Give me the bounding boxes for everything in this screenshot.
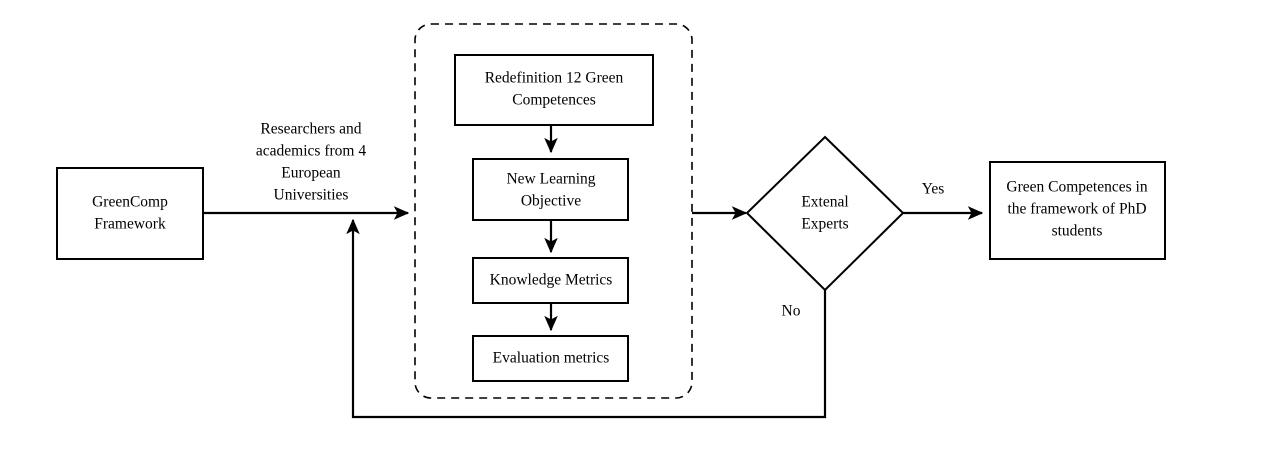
node-greencomp-framework[interactable]: GreenComp Framework — [56, 167, 204, 260]
redefinition-competences-label-line-1: Redefinition 12 Green — [485, 70, 624, 87]
edge-label-no: No — [782, 303, 801, 320]
edge-source-to-group-label: Researchers and academics from 4 Europea… — [256, 121, 366, 204]
greencomp-framework-label-line-1: GreenComp — [92, 194, 168, 211]
node-redefinition-competences[interactable]: Redefinition 12 Green Competences — [454, 54, 654, 126]
node-evaluation-metrics[interactable]: Evaluation metrics — [472, 335, 629, 382]
redefinition-competences-box — [454, 54, 654, 126]
edge-decision-no-feedback — [346, 218, 827, 419]
green-competences-phd-box — [989, 161, 1166, 260]
node-new-learning-objective[interactable]: New Learning Objective — [472, 158, 629, 221]
node-green-competences-phd[interactable]: Green Competences in the framework of Ph… — [989, 161, 1166, 260]
new-learning-objective-box — [472, 158, 629, 221]
greencomp-framework-box — [56, 167, 204, 260]
knowledge-metrics-box — [472, 257, 629, 304]
green-competences-phd-label-line-3: students — [1052, 223, 1103, 240]
edge-label-line-4: Universities — [274, 187, 349, 204]
working-group-container — [414, 23, 693, 399]
new-learning-objective-label-line-2: Objective — [521, 193, 581, 210]
evaluation-metrics-box — [472, 335, 629, 382]
evaluation-metrics-label: Evaluation metrics — [493, 350, 610, 367]
edge-label-line-3: European — [281, 165, 341, 182]
edge-label-line-1: Researchers and — [260, 121, 361, 138]
edge-label-line-2: academics from 4 — [256, 143, 366, 160]
extenal-experts-label-line-2: Experts — [801, 216, 848, 233]
node-knowledge-metrics[interactable]: Knowledge Metrics — [472, 257, 629, 304]
green-competences-phd-label-line-2: the framework of PhD — [1007, 201, 1146, 218]
extenal-experts-label-line-1: Extenal — [801, 194, 848, 211]
new-learning-objective-label-line-1: New Learning — [506, 171, 595, 188]
extenal-experts-diamond — [745, 135, 905, 292]
redefinition-competences-label-line-2: Competences — [512, 92, 596, 109]
node-extenal-experts[interactable]: Extenal Experts — [745, 135, 905, 292]
knowledge-metrics-label: Knowledge Metrics — [490, 272, 613, 289]
green-competences-phd-label-line-1: Green Competences in — [1006, 179, 1147, 196]
greencomp-framework-label-line-2: Framework — [94, 216, 166, 233]
edge-label-yes: Yes — [922, 181, 945, 198]
